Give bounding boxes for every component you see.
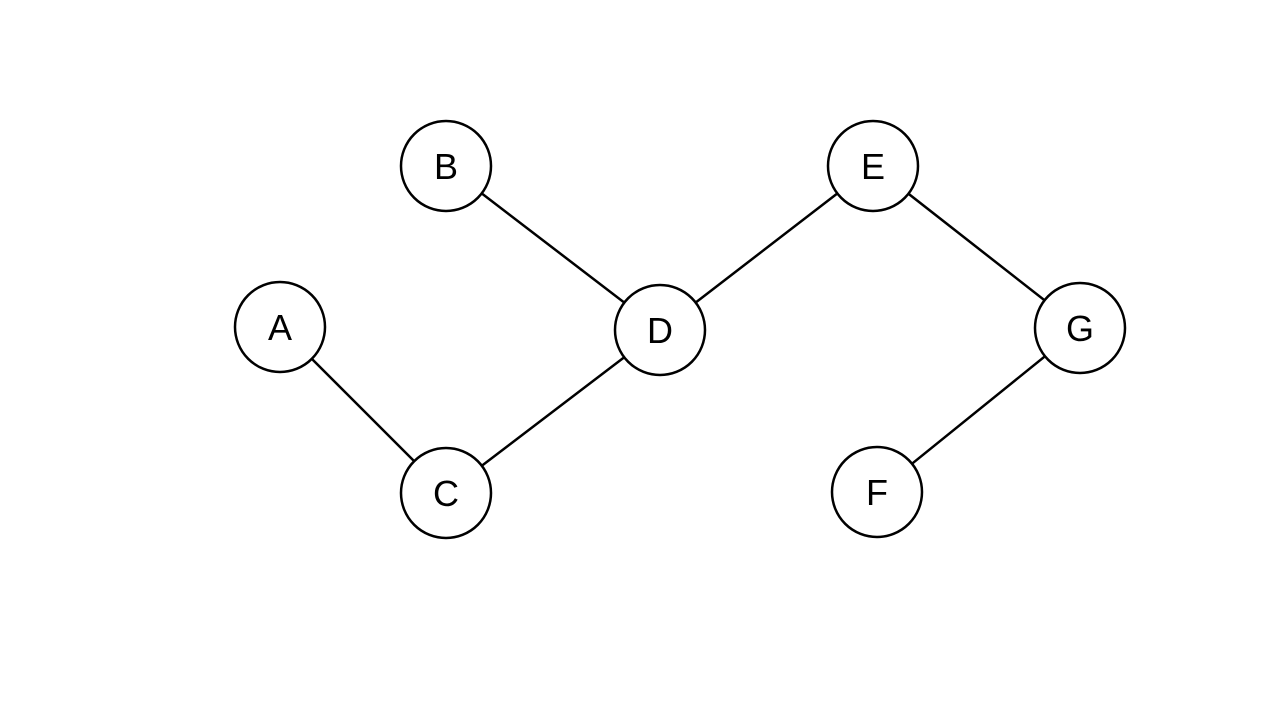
node-label-d: D	[647, 310, 673, 351]
node-label-b: B	[434, 146, 458, 187]
nodes-layer: A B C D E F G	[233, 119, 1127, 540]
node-circle-e[interactable]	[826, 119, 920, 213]
node-label-a: A	[268, 307, 292, 348]
node-label-e: E	[861, 146, 885, 187]
node-circle-f[interactable]	[830, 445, 924, 539]
node-circle-a[interactable]	[233, 280, 327, 374]
node-f[interactable]: F	[830, 445, 924, 539]
node-a[interactable]: A	[233, 280, 327, 374]
node-g[interactable]: G	[1033, 281, 1127, 375]
node-c[interactable]: C	[399, 446, 493, 540]
node-label-g: G	[1066, 308, 1094, 349]
node-b[interactable]: B	[399, 119, 493, 213]
node-label-c: C	[433, 473, 459, 514]
node-circle-g[interactable]	[1033, 281, 1127, 375]
node-e[interactable]: E	[826, 119, 920, 213]
node-circle-b[interactable]	[399, 119, 493, 213]
node-label-f: F	[866, 472, 888, 513]
node-d[interactable]: D	[613, 283, 707, 377]
node-circle-c[interactable]	[399, 446, 493, 540]
node-circle-d[interactable]	[613, 283, 707, 377]
